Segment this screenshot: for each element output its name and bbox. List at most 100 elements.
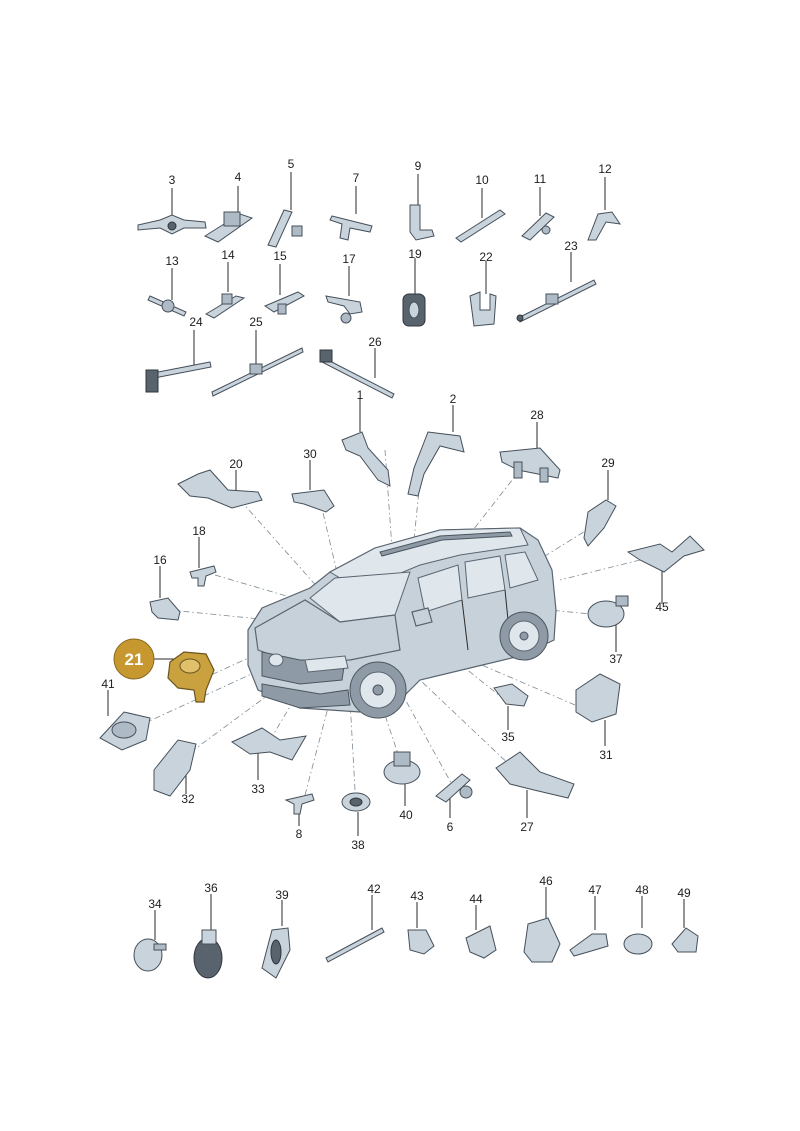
part-18: 18 <box>189 524 217 587</box>
label-10: 10 <box>475 173 489 187</box>
label-34: 34 <box>148 897 162 911</box>
label-12: 12 <box>598 162 612 176</box>
label-13: 13 <box>165 254 179 268</box>
part-49: 49 <box>671 886 699 953</box>
part-48: 48 <box>623 883 653 955</box>
part-23: 23 <box>516 239 597 323</box>
part-8: 8 <box>284 793 315 841</box>
label-14: 14 <box>221 248 235 262</box>
part-5: 5 <box>267 157 303 248</box>
label-45: 45 <box>655 600 669 614</box>
part-21-highlighted <box>150 651 215 703</box>
part-32: 32 <box>153 739 197 806</box>
part-26: 26 <box>319 335 395 399</box>
part-9: 9 <box>409 159 435 241</box>
part-29: 29 <box>583 456 617 547</box>
part-35: 35 <box>493 683 529 744</box>
part-2: 2 <box>407 392 465 497</box>
part-10: 10 <box>455 173 506 243</box>
part-36: 36 <box>193 881 223 979</box>
label-43: 43 <box>410 889 424 903</box>
part-46: 46 <box>523 874 561 963</box>
label-41: 41 <box>101 677 115 691</box>
part-13: 13 <box>147 254 187 317</box>
part-19: 19 <box>402 247 426 327</box>
part-30: 30 <box>291 447 335 513</box>
label-32: 32 <box>181 792 195 806</box>
part-28: 28 <box>499 408 561 483</box>
label-39: 39 <box>275 888 289 902</box>
part-12: 12 <box>587 162 622 241</box>
part-47: 47 <box>569 883 609 957</box>
badge-label: 21 <box>125 650 144 669</box>
part-17: 17 <box>325 252 363 324</box>
part-39: 39 <box>261 888 291 979</box>
label-33: 33 <box>251 782 265 796</box>
part-16: 16 <box>149 553 181 621</box>
part-14: 14 <box>204 248 246 319</box>
part-4: 4 <box>203 170 254 243</box>
label-23: 23 <box>564 239 578 253</box>
label-42: 42 <box>367 882 381 896</box>
part-6: 6 <box>435 773 473 834</box>
label-37: 37 <box>609 652 623 666</box>
label-40: 40 <box>399 808 413 822</box>
label-8: 8 <box>296 827 303 841</box>
label-22: 22 <box>479 250 493 264</box>
part-15: 15 <box>263 249 305 315</box>
part-45: 45 <box>626 535 705 614</box>
highlight-badge: 21 <box>113 638 155 680</box>
label-6: 6 <box>447 820 454 834</box>
label-30: 30 <box>303 447 317 461</box>
label-31: 31 <box>599 748 613 762</box>
label-46: 46 <box>539 874 553 888</box>
label-2: 2 <box>450 392 457 406</box>
label-16: 16 <box>153 553 167 567</box>
part-27: 27 <box>495 751 575 834</box>
part-20: 20 <box>177 457 263 509</box>
label-47: 47 <box>588 883 602 897</box>
label-25: 25 <box>249 315 263 329</box>
part-40: 40 <box>383 751 421 822</box>
label-28: 28 <box>530 408 544 422</box>
label-7: 7 <box>353 171 360 185</box>
label-49: 49 <box>677 886 691 900</box>
part-7: 7 <box>329 171 373 241</box>
part-41: 41 <box>99 677 151 751</box>
part-11: 11 <box>521 172 555 241</box>
label-1: 1 <box>357 388 364 402</box>
label-5: 5 <box>288 157 295 171</box>
part-31: 31 <box>575 673 621 762</box>
label-9: 9 <box>415 159 422 173</box>
label-3: 3 <box>169 173 176 187</box>
part-44: 44 <box>465 892 497 959</box>
label-11: 11 <box>534 172 547 186</box>
part-42: 42 <box>325 882 385 963</box>
label-27: 27 <box>520 820 534 834</box>
label-29: 29 <box>601 456 615 470</box>
part-24: 24 <box>145 315 212 393</box>
label-4: 4 <box>235 170 242 184</box>
label-24: 24 <box>189 315 203 329</box>
label-36: 36 <box>204 881 218 895</box>
label-48: 48 <box>635 883 649 897</box>
part-38: 38 <box>341 792 371 852</box>
label-20: 20 <box>229 457 243 471</box>
vehicle-illustration <box>247 527 557 719</box>
label-38: 38 <box>351 838 365 852</box>
label-35: 35 <box>501 730 515 744</box>
label-17: 17 <box>342 252 356 266</box>
part-25: 25 <box>211 315 304 397</box>
label-18: 18 <box>192 524 206 538</box>
label-26: 26 <box>368 335 382 349</box>
label-44: 44 <box>469 892 483 906</box>
part-37: 37 <box>587 595 629 666</box>
label-15: 15 <box>273 249 287 263</box>
label-19: 19 <box>408 247 422 261</box>
part-3: 3 <box>137 173 207 235</box>
part-34: 34 <box>133 897 167 972</box>
part-22: 22 <box>469 250 497 327</box>
part-1: 1 <box>341 388 391 487</box>
part-43: 43 <box>407 889 435 955</box>
